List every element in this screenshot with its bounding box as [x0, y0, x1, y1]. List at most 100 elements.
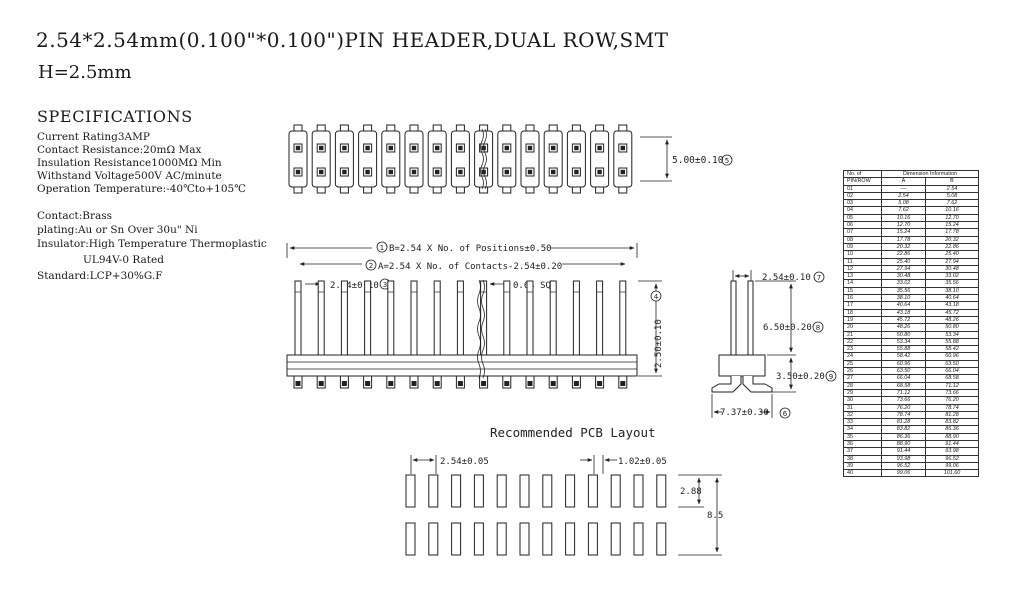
side-pitch-label: 2.54±0.10	[762, 273, 811, 283]
spec-value: Au or Sn Over 30u" Ni	[77, 224, 198, 236]
front-view	[286, 279, 638, 389]
pcb-pad-bottom	[587, 522, 598, 556]
pcb-pad-top	[656, 474, 667, 508]
dim-side-pitch: 2.54±0.10 7	[732, 270, 825, 283]
table-cell-b: 15.24	[924, 221, 980, 230]
side-view	[711, 280, 773, 393]
table-cell-pins: 08	[843, 235, 882, 244]
dim-a: 2 A=2.54 X No. of Contacts-2.54±0.20	[299, 259, 626, 272]
table-cell-b: 60.96	[924, 352, 980, 361]
table-cell-b: 22.86	[924, 242, 980, 252]
table-cell-b: 25.40	[924, 250, 980, 259]
table-cell-b: 63.50	[924, 359, 980, 369]
spec-label: Withstand Voltage	[37, 170, 135, 182]
table-header-dim-info: Dimension Information	[881, 169, 979, 179]
table-cell-b: 88.90	[924, 432, 980, 442]
table-cell-a: 40.64	[881, 301, 926, 310]
pin-tail-bottom	[571, 186, 581, 194]
table-cell-pins: 39	[843, 461, 882, 471]
table-cell-a: 96.52	[881, 461, 926, 471]
spec-value: 20mΩ Max	[143, 144, 202, 156]
table-cell-b: 91.44	[924, 439, 980, 449]
table-cell-b: 43.18	[924, 301, 980, 310]
spec-value: High Temperature Thermoplastic	[88, 238, 267, 250]
spec-value: LCP+30%G.F	[89, 270, 163, 282]
spec-value: 3AMP	[117, 131, 150, 143]
pin-foot-core	[318, 381, 324, 386]
pin-tail-bottom	[316, 186, 326, 194]
pin-core	[342, 145, 347, 151]
pin-core	[551, 145, 556, 151]
dim-pin-sq: 0.64 SQ	[489, 281, 551, 291]
table-cell-a: —	[881, 184, 926, 193]
pin-body	[526, 280, 534, 356]
top-view-pin	[334, 124, 354, 194]
table-cell-pins: 07	[843, 228, 882, 237]
table-cell-a: 76.20	[881, 403, 926, 412]
pin-housing	[288, 130, 308, 188]
pcb-pad-bottom	[519, 522, 530, 556]
pin-tail-top	[571, 124, 581, 132]
side-body-label: 3.50±0.20	[776, 372, 825, 382]
pcb-pad-top	[519, 474, 530, 508]
table-cell-pins: 04	[843, 206, 882, 215]
pin-housing	[381, 130, 401, 188]
pin-core	[620, 169, 625, 175]
spec-label: Standard:	[37, 270, 90, 282]
table-row: 01—2.54	[843, 184, 980, 193]
pin-core	[435, 169, 440, 175]
pin-core	[597, 145, 602, 151]
pin-core	[504, 169, 509, 175]
table-cell-pins: 29	[843, 388, 882, 398]
front-pin	[339, 280, 349, 389]
table-cell-a: 66.04	[881, 374, 926, 383]
front-pin	[525, 280, 535, 389]
pin-core	[388, 169, 393, 175]
pin-core	[458, 169, 463, 175]
pin-foot-core	[341, 381, 347, 386]
table-cell-b: 40.64	[924, 294, 980, 303]
pcb-pad-bottom	[565, 522, 576, 556]
table-cell-a: 99.06	[881, 469, 926, 478]
pin-foot-core	[527, 381, 533, 386]
table-cell-a: 91.44	[881, 447, 926, 456]
table-cell-b: 17.78	[924, 228, 980, 237]
table-cell-a: 93.98	[881, 454, 926, 463]
table-cell-a: 5.08	[881, 199, 926, 208]
dim-side-pin-len: 6.50±0.20 8	[755, 280, 824, 356]
pin-foot-core	[620, 381, 626, 386]
pcb-pad-top	[473, 474, 484, 508]
pin-body	[596, 280, 604, 356]
pin-core	[295, 169, 301, 175]
dim-b-ref: 1	[380, 244, 384, 252]
table-cell-b: 48.26	[924, 315, 980, 325]
pin-core	[411, 169, 417, 175]
pin-tail-top	[548, 124, 558, 132]
table-cell-a: 27.94	[881, 264, 926, 274]
spec-standard: Standard:LCP+30%G.F	[37, 270, 163, 282]
table-cell-b: 33.02	[924, 272, 980, 281]
table-cell-pins: 06	[843, 221, 882, 230]
table-cell-a: 17.78	[881, 235, 926, 244]
pin-housing	[543, 130, 563, 188]
table-cell-pins: 16	[843, 294, 882, 303]
top-height-ref: 5	[725, 157, 729, 165]
pin-body	[433, 280, 441, 356]
front-housing	[286, 354, 638, 377]
table-cell-a: 45.72	[881, 315, 926, 325]
spec-insulation-resistance: Insulation Resistance1000MΩ Min	[37, 157, 222, 169]
pcb-pad-bottom	[428, 522, 439, 556]
pcb-pad-bottom	[451, 522, 462, 556]
spec-value: 1000MΩ Min	[151, 157, 222, 169]
table-cell-a: 22.86	[881, 250, 926, 259]
